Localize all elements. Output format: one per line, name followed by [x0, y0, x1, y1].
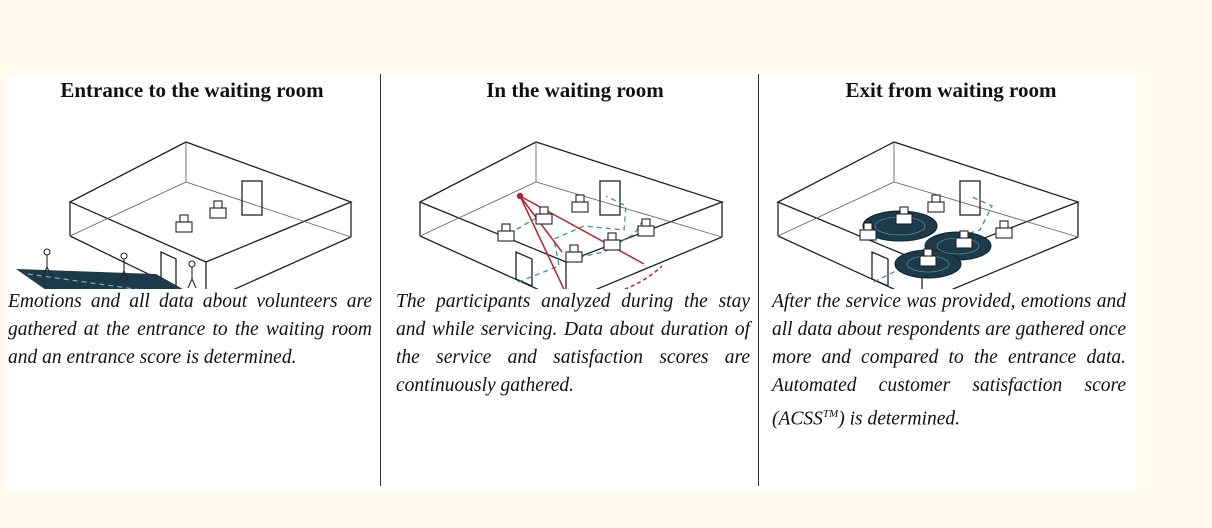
panel-title-exit: Exit from waiting room — [845, 78, 1057, 102]
panel-entrance: Entrance to the waiting room — [6, 74, 378, 492]
door-front — [871, 251, 889, 287]
camera-icon — [209, 200, 227, 219]
panel-exit: Exit from waiting room — [770, 74, 1132, 492]
person-icon — [187, 260, 197, 289]
trademark-superscript: TM — [822, 408, 839, 420]
figure: Entrance to the waiting room — [6, 74, 1136, 492]
camera-icon — [497, 223, 515, 242]
room-ceiling — [418, 141, 724, 263]
camera-icon — [603, 232, 621, 251]
camera-icon — [919, 248, 937, 267]
door-front — [515, 251, 533, 287]
door-back — [599, 180, 621, 216]
camera-icon — [955, 230, 973, 249]
waiting-room-illustration — [418, 141, 724, 289]
camera-icon — [535, 206, 553, 225]
entrance-path — [27, 273, 139, 289]
caption-entrance: Emotions and all data about volunteers a… — [8, 291, 372, 368]
camera-icon — [571, 194, 589, 213]
caption-waiting: The participants analyzed during the sta… — [396, 291, 750, 396]
entrance-zone — [16, 269, 183, 289]
caption-exit-end: ) is determined. — [838, 408, 961, 430]
camera-icon — [565, 244, 583, 263]
panel-divider — [380, 74, 381, 486]
panel-title-entrance: Entrance to the waiting room — [60, 78, 324, 102]
camera-icon — [995, 220, 1013, 239]
camera-icon — [927, 194, 945, 213]
caption-exit-text: After the service was provided, emotions… — [772, 291, 1126, 430]
camera-icon — [895, 206, 913, 225]
panel-divider — [758, 74, 759, 486]
room-ceiling — [68, 141, 353, 263]
entrance-room-illustration — [16, 141, 353, 289]
person-icon — [119, 252, 129, 281]
camera-icon — [859, 222, 877, 241]
camera-icon — [175, 214, 193, 233]
door-back — [241, 180, 263, 216]
person-icon — [42, 248, 52, 277]
door-back — [959, 180, 981, 216]
exit-room-illustration — [776, 141, 1080, 289]
caption-exit: After the service was provided, emotions… — [772, 288, 1126, 434]
panel-title-waiting: In the waiting room — [486, 78, 664, 102]
sensor-point — [516, 192, 524, 200]
camera-icon — [637, 218, 655, 237]
panel-waiting: In the waiting room — [394, 74, 756, 492]
